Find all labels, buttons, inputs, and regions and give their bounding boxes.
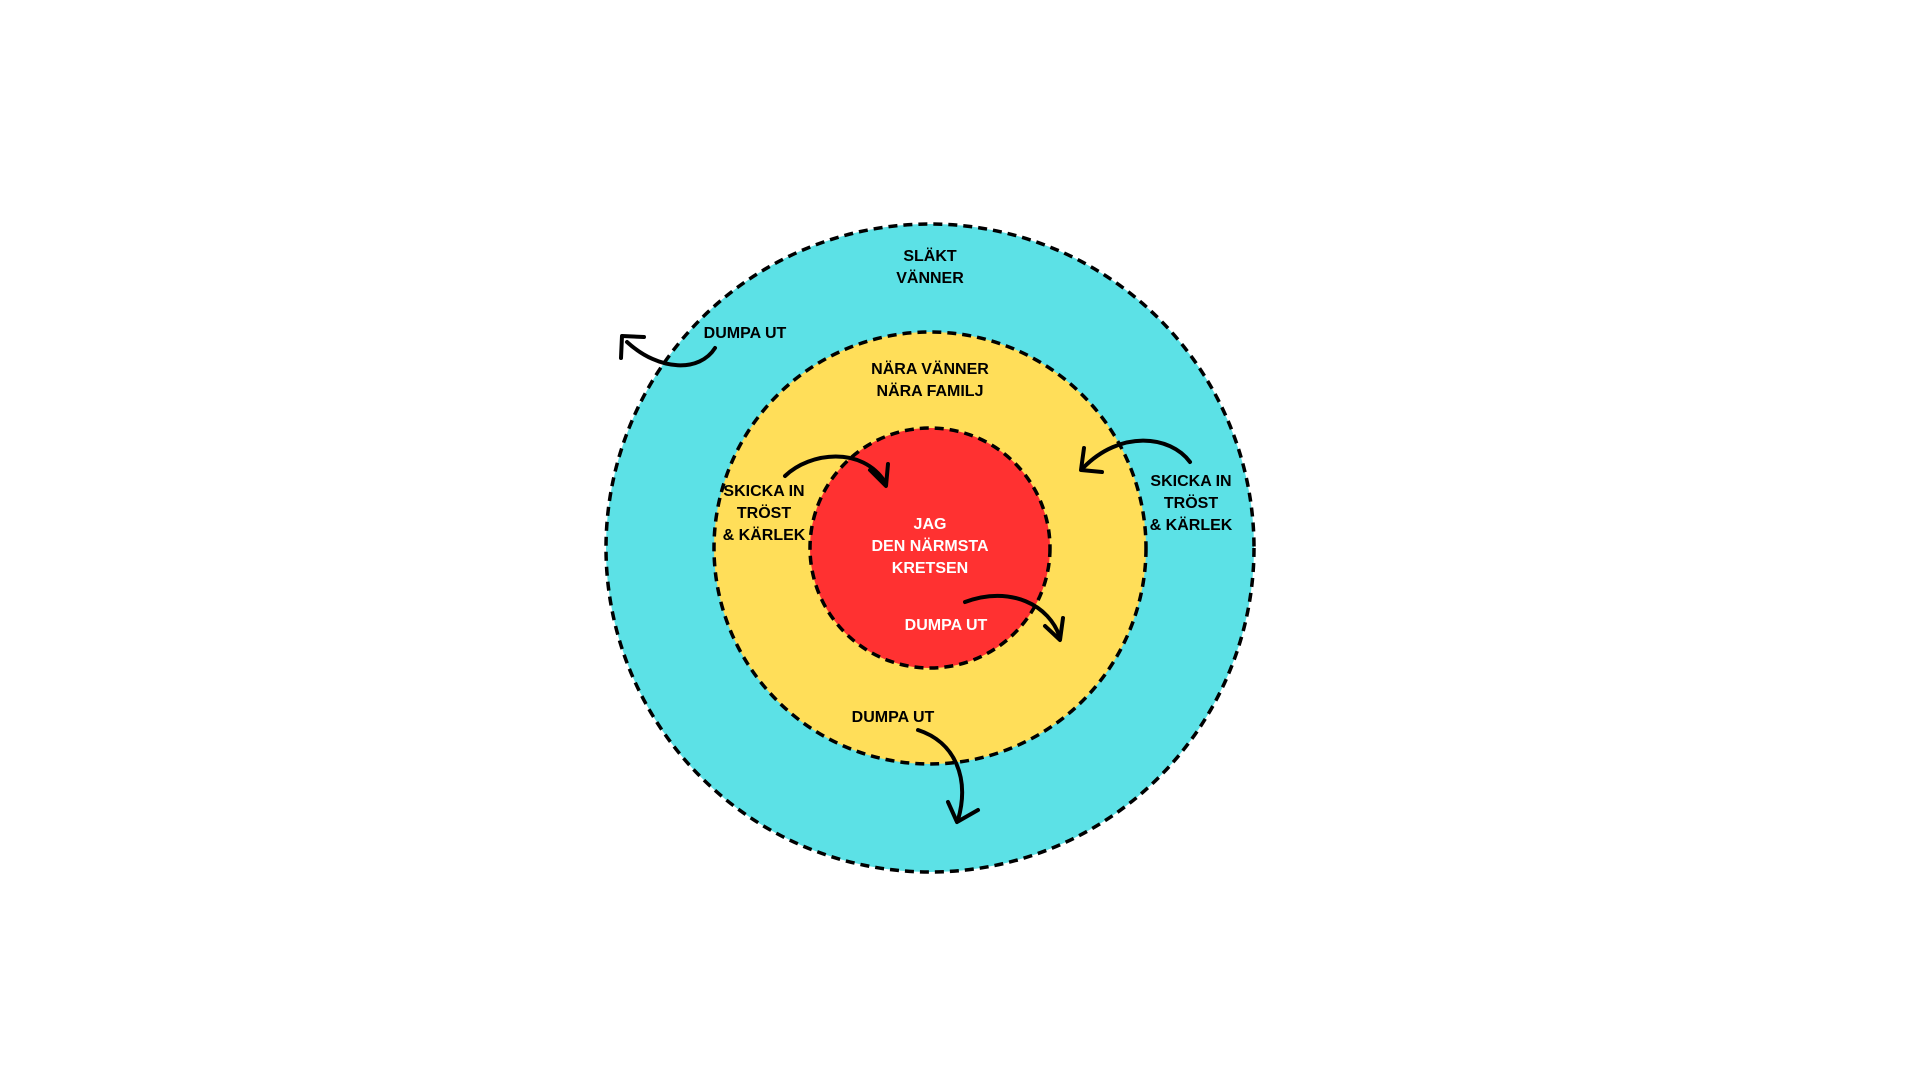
send-right-label-line1: SKICKA IN [1150, 473, 1231, 490]
send-right-label-line3: & KÄRLEK [1150, 516, 1233, 534]
curved-arrow-outward-icon [963, 593, 1065, 642]
send-left-label-line1: SKICKA IN [723, 483, 804, 500]
send-right-label-line2: TRÖST [1164, 493, 1218, 512]
send-left-label-line2: TRÖST [737, 503, 791, 522]
inner-circle [808, 426, 1052, 670]
inner-circle-label-line1: JAG [914, 516, 947, 533]
curved-arrow-inward-icon [783, 454, 890, 488]
outer-ring-label-line2: VÄNNER [896, 269, 964, 287]
middle-ring-label-line1: NÄRA VÄNNER [871, 360, 989, 378]
curved-arrow-outward-icon [619, 334, 717, 368]
send-left-label-line3: & KÄRLEK [723, 526, 806, 544]
curved-arrow-downward-icon [916, 728, 980, 824]
dump-middle-label: DUMPA UT [852, 709, 935, 726]
middle-ring-label-line2: NÄRA FAMILJ [877, 382, 984, 400]
curved-arrow-inward-icon [1079, 438, 1192, 474]
outer-ring-label-line1: SLÄKT [903, 247, 957, 265]
inner-circle-label-line3: KRETSEN [892, 560, 968, 577]
dump-outer-label: DUMPA UT [704, 325, 787, 342]
dump-inner-label: DUMPA UT [905, 617, 988, 634]
inner-circle-label-line2: DEN NÄRMSTA [871, 537, 988, 555]
